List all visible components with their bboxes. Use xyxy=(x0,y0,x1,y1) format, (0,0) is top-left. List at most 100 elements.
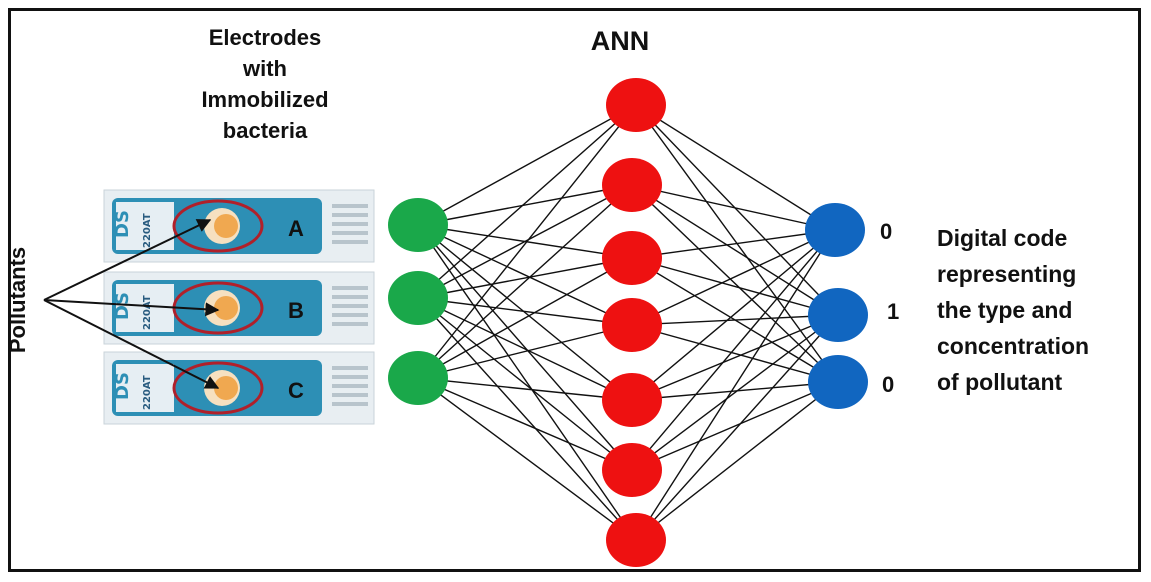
pollutant-arrow xyxy=(43,299,220,317)
input-node xyxy=(388,271,448,325)
connection-line xyxy=(631,381,839,401)
connection-line xyxy=(417,257,633,379)
electrodes-title: Electrodes with Immobilized bacteria xyxy=(150,22,380,146)
hidden-node xyxy=(602,443,662,497)
connection-line xyxy=(631,314,839,471)
electrodes-title-line: Electrodes xyxy=(208,25,322,50)
output-node xyxy=(805,203,865,257)
output-node xyxy=(808,288,868,342)
sensor-center xyxy=(214,296,238,320)
strip-contact xyxy=(332,295,368,299)
connection-line xyxy=(417,297,633,401)
connection-line xyxy=(417,104,637,226)
connection-line xyxy=(635,104,839,316)
hidden-node xyxy=(602,158,662,212)
strip-contact xyxy=(332,231,368,235)
connection-line xyxy=(417,297,637,541)
output-digit: 0 xyxy=(882,372,895,397)
electrode-letter: A xyxy=(288,216,304,241)
connection-line xyxy=(417,297,633,326)
connection-line xyxy=(417,224,633,326)
electrodes-title-line: with xyxy=(243,56,287,81)
hidden-node xyxy=(602,373,662,427)
electrodes-title-line: bacteria xyxy=(222,118,308,143)
connection-line xyxy=(635,381,839,541)
sensor-center xyxy=(214,214,238,238)
strip-contact xyxy=(332,402,368,406)
connection-line xyxy=(417,184,633,299)
connection-line xyxy=(631,184,836,231)
hidden-node xyxy=(606,78,666,132)
connection-line xyxy=(417,224,633,401)
digital-code-line: representing xyxy=(937,261,1077,287)
pollutant-arrow xyxy=(43,219,212,301)
strip-contact xyxy=(332,222,368,226)
digital-code-line: of pollutant xyxy=(937,369,1063,395)
connection-line xyxy=(417,297,633,471)
strip-contact xyxy=(332,393,368,397)
connection-line xyxy=(631,229,836,401)
strip-label-area xyxy=(116,284,174,332)
strip-brand: DS xyxy=(112,372,133,400)
connection-line xyxy=(631,229,836,259)
connection-line xyxy=(631,184,839,383)
output-digit: 0 xyxy=(880,219,893,244)
connection-line xyxy=(631,324,839,383)
connection-line xyxy=(631,229,836,471)
connection-line xyxy=(417,184,633,379)
sensor-ring xyxy=(172,361,264,415)
strip-contact xyxy=(332,286,368,290)
ann-title: ANN xyxy=(590,26,650,56)
connection-line xyxy=(631,314,839,401)
strip-code: 220AT xyxy=(142,295,153,330)
connection-line xyxy=(417,377,633,471)
strip-code: 220AT xyxy=(142,213,153,248)
connection-line xyxy=(417,224,633,471)
connection-line xyxy=(417,324,633,379)
sensor-ring xyxy=(172,199,264,253)
pollutant-arrows xyxy=(43,219,220,389)
connection-line xyxy=(417,377,633,401)
strip-contact xyxy=(332,322,368,326)
strip-contact xyxy=(332,240,368,244)
connection-line xyxy=(631,184,839,316)
connection-line xyxy=(417,104,637,299)
connections-layer xyxy=(417,104,839,541)
strip-brand: DS xyxy=(112,210,133,238)
nodes-layer xyxy=(388,78,868,567)
hidden-node xyxy=(606,513,666,567)
digital-code-line: Digital code xyxy=(937,225,1068,251)
connection-line xyxy=(417,377,637,541)
strip-contact xyxy=(332,213,368,217)
input-node xyxy=(388,198,448,252)
strip-brand: DS xyxy=(112,292,133,320)
strip-contact xyxy=(332,375,368,379)
electrode-letter: B xyxy=(288,298,304,323)
connection-line xyxy=(417,257,633,299)
hidden-node xyxy=(602,298,662,352)
connection-line xyxy=(631,381,839,471)
strip-contact xyxy=(332,204,368,208)
strip-contact xyxy=(332,304,368,308)
pollutant-arrow xyxy=(43,299,220,389)
digital-code-line: the type and xyxy=(937,297,1073,323)
output-digit: 1 xyxy=(887,299,900,324)
strip-label-area xyxy=(116,364,174,412)
strip-contact xyxy=(332,384,368,388)
digital-code-line: concentration xyxy=(937,333,1090,359)
connection-line xyxy=(417,104,637,379)
electrodes-title-line: Immobilized xyxy=(201,87,329,112)
connection-line xyxy=(631,257,839,316)
electrode-letter: C xyxy=(288,378,304,403)
connection-line xyxy=(635,104,836,231)
connection-line xyxy=(631,229,836,326)
sensor-center xyxy=(214,376,238,400)
electrode-strip: DS 220AT B xyxy=(103,271,375,345)
connection-line xyxy=(417,224,637,541)
output-node xyxy=(808,355,868,409)
input-node xyxy=(388,351,448,405)
connection-line xyxy=(417,184,633,226)
hidden-node xyxy=(602,231,662,285)
